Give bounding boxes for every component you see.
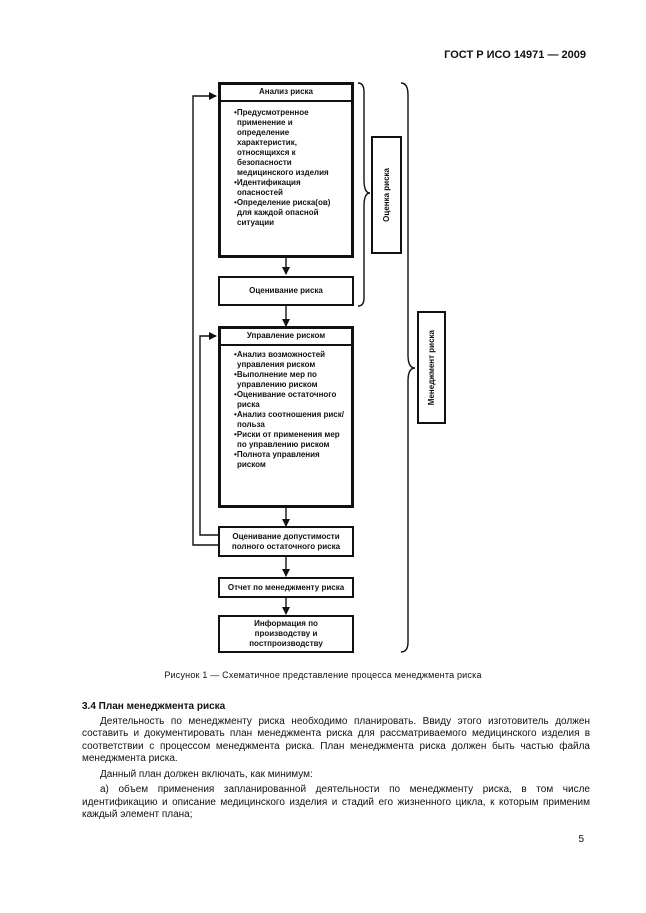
list-item: Определение риска(ов) для каждой опасной… [237, 198, 345, 228]
risk-evaluation-label: Оценивание риска [249, 286, 323, 295]
page-number: 5 [578, 834, 584, 845]
list-item: Идентификация опасностей [237, 178, 345, 198]
residual-risk-acceptability-box: Оценивание допустимости полного остаточн… [218, 526, 354, 557]
list-item: Выполнение мер по управлению риском [237, 370, 345, 390]
list-item: Анализ возможностей управления риском [237, 350, 345, 370]
paragraph: Данный план должен включать, как минимум… [100, 768, 313, 780]
side-label-risk-management-text: Менеджмент риска [427, 329, 436, 406]
brace-management [400, 82, 416, 653]
production-info-label: Информация по производству и постпроизво… [249, 619, 323, 648]
list-item: Риски от применения мер по управлению ри… [237, 430, 345, 450]
risk-control-list: Анализ возможностей управления риском Вы… [221, 346, 351, 470]
risk-control-title: Управление риском [221, 329, 351, 346]
side-label-risk-management: Менеджмент риска [417, 311, 446, 424]
paragraph: а) объем применения запланированной деят… [82, 784, 590, 820]
list-item: Оценивание остаточного риска [237, 390, 345, 410]
document-header: ГОСТ Р ИСО 14971 — 2009 [444, 49, 586, 61]
risk-report-label: Отчет по менеджменту риска [227, 582, 345, 592]
paragraph: Деятельность по менеджменту риска необхо… [82, 715, 590, 765]
list-item: Полнота управления риском [237, 450, 345, 470]
risk-analysis-list: Предусмотренное применение и определение… [221, 102, 351, 228]
side-label-risk-assessment-text: Оценка риска [382, 168, 391, 222]
risk-report-box: Отчет по менеджменту риска [218, 577, 354, 598]
risk-analysis-title: Анализ риска [221, 85, 351, 102]
brace-assessment [357, 82, 371, 307]
section-body: 3.4 План менеджмента риска Деятельность … [82, 701, 590, 825]
section-heading: 3.4 План менеджмента риска [82, 701, 226, 712]
risk-evaluation-box: Оценивание риска [218, 276, 354, 306]
figure-caption: Рисунок 1 — Схематичное представление пр… [164, 670, 482, 680]
risk-analysis-box: Анализ риска Предусмотренное применение … [218, 82, 354, 258]
feedback-loop-inner [199, 332, 218, 536]
side-label-risk-assessment: Оценка риска [371, 136, 402, 254]
risk-control-box: Управление риском Анализ возможностей уп… [218, 326, 354, 508]
production-info-box: Информация по производству и постпроизво… [218, 615, 354, 653]
list-item: Предусмотренное применение и определение… [237, 108, 345, 178]
feedback-loop-outer [192, 92, 218, 546]
residual-risk-acceptability-label: Оценивание допустимости полного остаточн… [231, 531, 341, 551]
list-item: Анализ соотношения риск/польза [237, 410, 345, 430]
